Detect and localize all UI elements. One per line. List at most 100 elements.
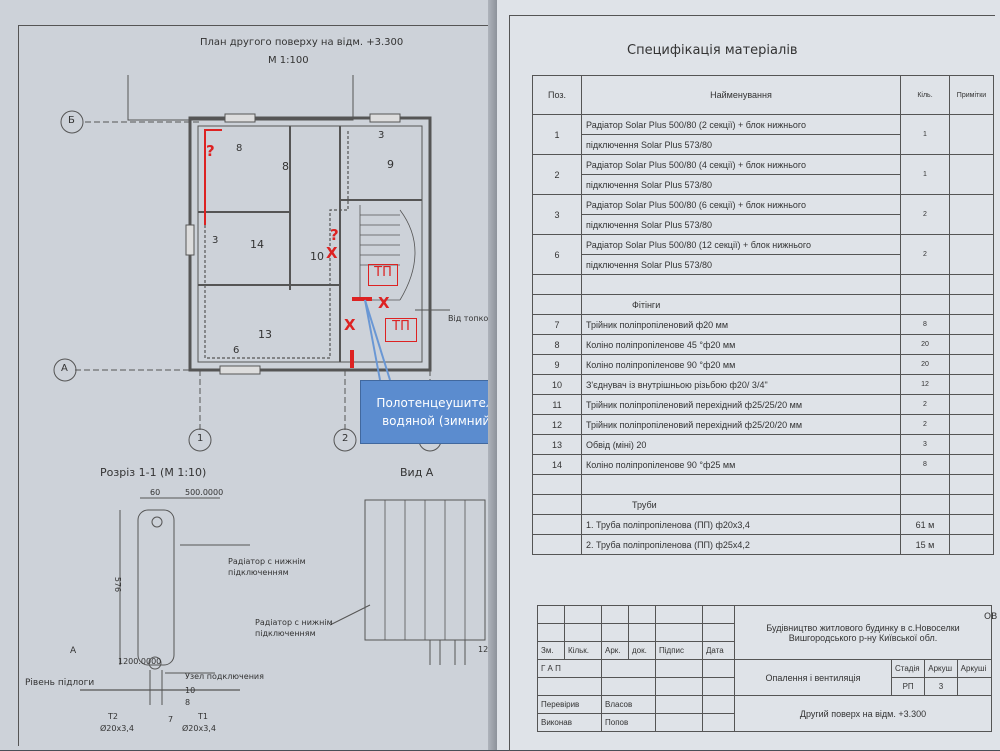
row-note (949, 114, 994, 155)
room-9: 9 (387, 158, 394, 171)
row-name: Радіатор Solar Plus 500/80 (6 секції) + … (581, 194, 901, 215)
row-empty (949, 474, 994, 495)
red-callout-leader-1 (364, 299, 391, 381)
tb-done-name: Попов (601, 713, 656, 732)
axis-2-label: 2 (342, 433, 349, 444)
window-2 (369, 113, 401, 123)
tb-done: Виконав (537, 713, 602, 732)
row-qty: 2 (900, 234, 950, 275)
room-13: 13 (258, 328, 272, 341)
row-empty (900, 274, 950, 295)
axis-1-label: 1 (197, 433, 204, 444)
row-name-cont: підключення Solar Plus 573/80 (581, 214, 901, 235)
row-qty: 3 (900, 434, 950, 455)
row-name: З'єднувач із внутрішньою різьбою ф20/ 3/… (581, 374, 901, 395)
room-14: 14 (250, 238, 264, 251)
label-node: Узел подключения (185, 672, 264, 681)
title-block: Будівництво житлового будинку в с.Новосе… (537, 605, 993, 732)
row-note (949, 234, 994, 275)
label-t2-diameter: Ø20х3,4 (100, 724, 134, 733)
row-note (949, 314, 994, 335)
header-name: Найменування (581, 75, 901, 115)
row-qty: 12 (900, 374, 950, 395)
inner-walls (197, 125, 423, 363)
spec-title: Специфікація матеріалів (627, 43, 798, 58)
tb-sheets-h: Аркуші (956, 659, 993, 678)
row-empty (900, 294, 950, 315)
red-cross-3: X (344, 316, 356, 334)
tb-h-count: Кільк. (564, 641, 602, 660)
dim-1200-section: 1200.0000 (118, 657, 162, 666)
right-page: Специфікація матеріалів Поз. Найменуванн… (497, 0, 1000, 751)
row-name-cont: підключення Solar Plus 573/80 (581, 134, 901, 155)
tb-h-signature: Підпис (655, 641, 703, 660)
table-row (532, 274, 994, 295)
row-empty (949, 294, 994, 315)
fittings-header: Фітінги (581, 294, 901, 315)
pipe-route (204, 130, 349, 359)
radiator-mark-6: 6 (233, 345, 240, 356)
balcony-outline (127, 75, 354, 121)
plan-title: План другого поверху на відм. +3.300 (200, 37, 404, 48)
row-qty: 1 (900, 114, 950, 155)
row-name: 1. Труба поліпропіленова (ПП) ф20х3,4 (581, 514, 901, 535)
row-pos: 6 (532, 234, 582, 275)
label-n7: 7 (168, 715, 174, 724)
row-note (949, 534, 994, 555)
row-qty: 8 (900, 314, 950, 335)
row-note (949, 374, 994, 395)
note-from-boiler: Від топкової (448, 314, 501, 323)
row-empty (532, 274, 582, 295)
row-name: Обвід (міні) 20 (581, 434, 901, 455)
row-qty: 2 (900, 194, 950, 235)
tb-checked: Перевірив (537, 695, 602, 714)
row-pos: 2 (532, 154, 582, 195)
red-question-2: ? (330, 226, 339, 244)
row-qty: 2 (900, 394, 950, 415)
tb-h-sheet: Арк. (601, 641, 629, 660)
corner-code: ОВ (984, 612, 998, 622)
red-callout-leader-2 (364, 299, 381, 381)
row-empty (900, 494, 950, 515)
row-name-cont: підключення Solar Plus 573/80 (581, 174, 901, 195)
section-radiator (137, 509, 175, 666)
right-frame (509, 15, 995, 751)
row-pos: 1 (532, 114, 582, 155)
viewa-leader (329, 604, 371, 626)
axis-a-circle (53, 358, 77, 382)
row-note (949, 194, 994, 235)
axis-1-circle (188, 428, 212, 452)
tb-floor: Другий поверх на відм. +3.300 (734, 695, 992, 732)
row-name: Трійник поліпропіленовий ф20 мм (581, 314, 901, 335)
row-note (949, 354, 994, 375)
row-name: Радіатор Solar Plus 500/80 (12 секції) +… (581, 234, 901, 255)
tb-gap: Г А П (537, 659, 602, 678)
row-note (949, 434, 994, 455)
row-empty (581, 274, 901, 295)
row-name: Коліно поліпропіленове 45 °ф20 мм (581, 334, 901, 355)
section-radiator-cap (151, 516, 163, 528)
red-riser-left (204, 129, 222, 225)
row-pos: 12 (532, 414, 582, 435)
row-pos: 14 (532, 454, 582, 475)
room-10: 10 (310, 250, 324, 263)
row-empty (949, 494, 994, 515)
row-pos (532, 534, 582, 555)
tb-h-date: Дата (702, 641, 735, 660)
header-qty: Кіль. (900, 75, 950, 115)
axis-2-circle (333, 428, 357, 452)
row-qty: 20 (900, 334, 950, 355)
row-name: Радіатор Solar Plus 500/80 (4 секції) + … (581, 154, 901, 175)
red-cross-1: X (326, 244, 338, 262)
stairs (359, 205, 416, 301)
viewa-sections (384, 500, 466, 640)
